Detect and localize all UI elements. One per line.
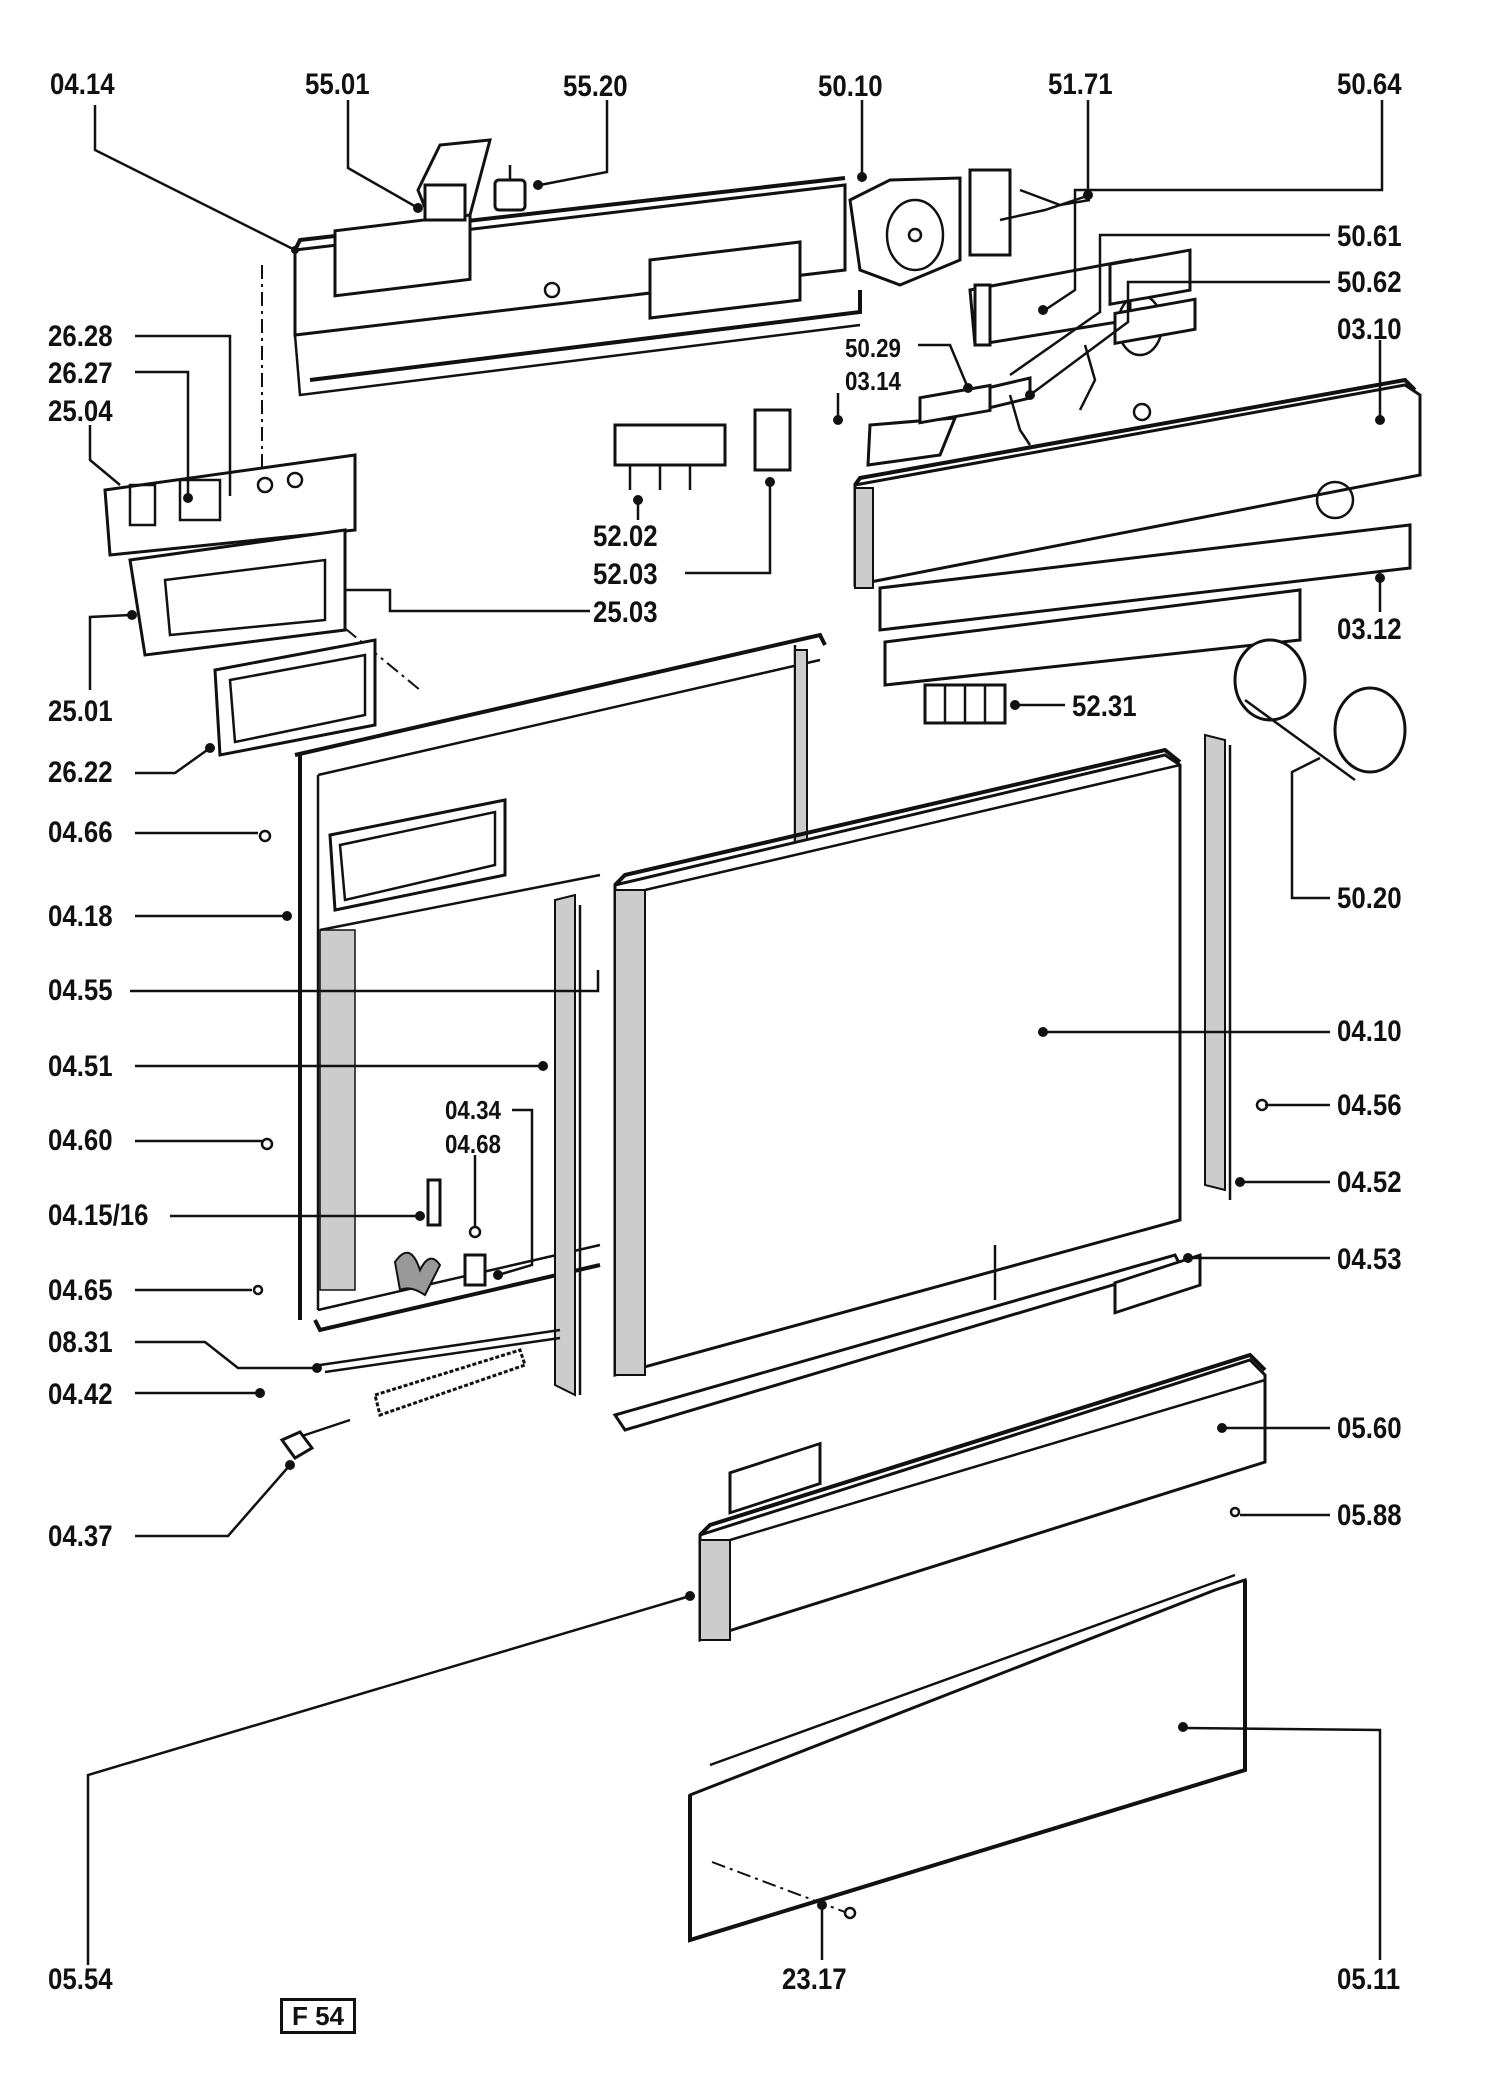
callout-50-29: 50.29 [845,333,901,363]
callout-05-54: 05.54 [48,1963,113,1996]
callout-04-53: 04.53 [1337,1243,1402,1276]
callout-04-56: 04.56 [1337,1089,1402,1122]
leader-lines [86,100,1385,1965]
callout-04-65: 04.65 [48,1274,113,1307]
callout-04-37: 04.37 [48,1520,113,1553]
callout-50-20: 50.20 [1337,882,1402,915]
callout-51-71: 51.71 [1048,68,1113,101]
callout-26-28: 26.28 [48,320,113,353]
callout-50-10: 50.10 [818,70,883,103]
callout-04-34: 04.34 [445,1095,501,1125]
callout-05-11: 05.11 [1337,1963,1401,1996]
callout-04-15-16: 04.15/16 [48,1199,149,1232]
part-50-20-knob [1233,638,1407,782]
callout-50-64: 50.64 [1337,68,1402,101]
callout-05-60: 05.60 [1337,1412,1402,1445]
part-03-12-fascia-strip [878,523,1412,632]
callout-04-42: 04.42 [48,1378,113,1411]
callout-23-17: 23.17 [782,1963,847,1996]
part-26-22-gasket [213,638,377,757]
part-08-31-rod [319,1328,561,1374]
callout-52-02: 52.02 [593,520,658,553]
part-25-04-dispenser-lid [103,453,357,557]
part-03-14-button-cap [866,416,958,467]
callout-52-03: 52.03 [593,558,658,591]
callout-04-55: 04.55 [48,974,113,1007]
part-04-52-side-strip [1204,733,1232,1200]
callout-04-52: 04.52 [1337,1166,1402,1199]
callout-25-03: 25.03 [593,596,658,629]
callout-26-27: 26.27 [48,357,113,390]
part-51-71-wiring [999,188,1091,222]
callout-55-01: 55.01 [305,68,370,101]
callout-04-51: 04.51 [48,1050,113,1083]
part-52-03-connector [753,408,792,472]
callout-04-18: 04.18 [48,900,113,933]
callout-04-14: 04.14 [50,68,115,101]
part-04-37-pin [279,1418,351,1460]
part-04-51-side-strip [554,893,582,1397]
callout-04-10: 04.10 [1337,1015,1402,1048]
part-52-02-relay [613,423,727,490]
part-04-42-spring [373,1348,527,1417]
callout-03-10: 03.10 [1337,313,1402,346]
callout-04-66: 04.66 [48,816,113,849]
part-05-11-base-panel [688,1253,1247,1943]
callout-52-31: 52.31 [1072,690,1137,723]
callout-26-22: 26.22 [48,756,113,789]
callout-04-60: 04.60 [48,1124,113,1157]
figure-label: F 54 [280,1998,356,2034]
part-04-15-hinge [393,1178,487,1297]
part-55-01-switch-bracket [416,138,493,222]
callout-05-88: 05.88 [1337,1499,1402,1532]
callout-08-31: 08.31 [48,1326,113,1359]
part-52-31-button-block [923,683,1007,725]
callout-03-14: 03.14 [845,366,901,396]
part-55-20-microswitch [493,165,527,212]
callout-50-62: 50.62 [1337,266,1402,299]
part-03-10-control-panel [853,248,1422,589]
part-03-12-label-strip [883,588,1302,687]
part-04-10-outer-door [613,747,1182,1377]
callout-25-04: 25.04 [48,395,113,428]
callout-50-61: 50.61 [1337,220,1402,253]
part-25-01-dispenser-body [128,528,347,657]
callout-03-12: 03.12 [1337,613,1402,646]
part-50-10-timer-motor [848,168,1012,287]
callout-55-20: 55.20 [563,70,628,103]
callout-25-01: 25.01 [48,695,113,728]
callout-04-68: 04.68 [445,1129,501,1159]
part-05-60-kick-plate [698,1352,1267,1643]
part-04-18-inner-door [294,632,827,1333]
